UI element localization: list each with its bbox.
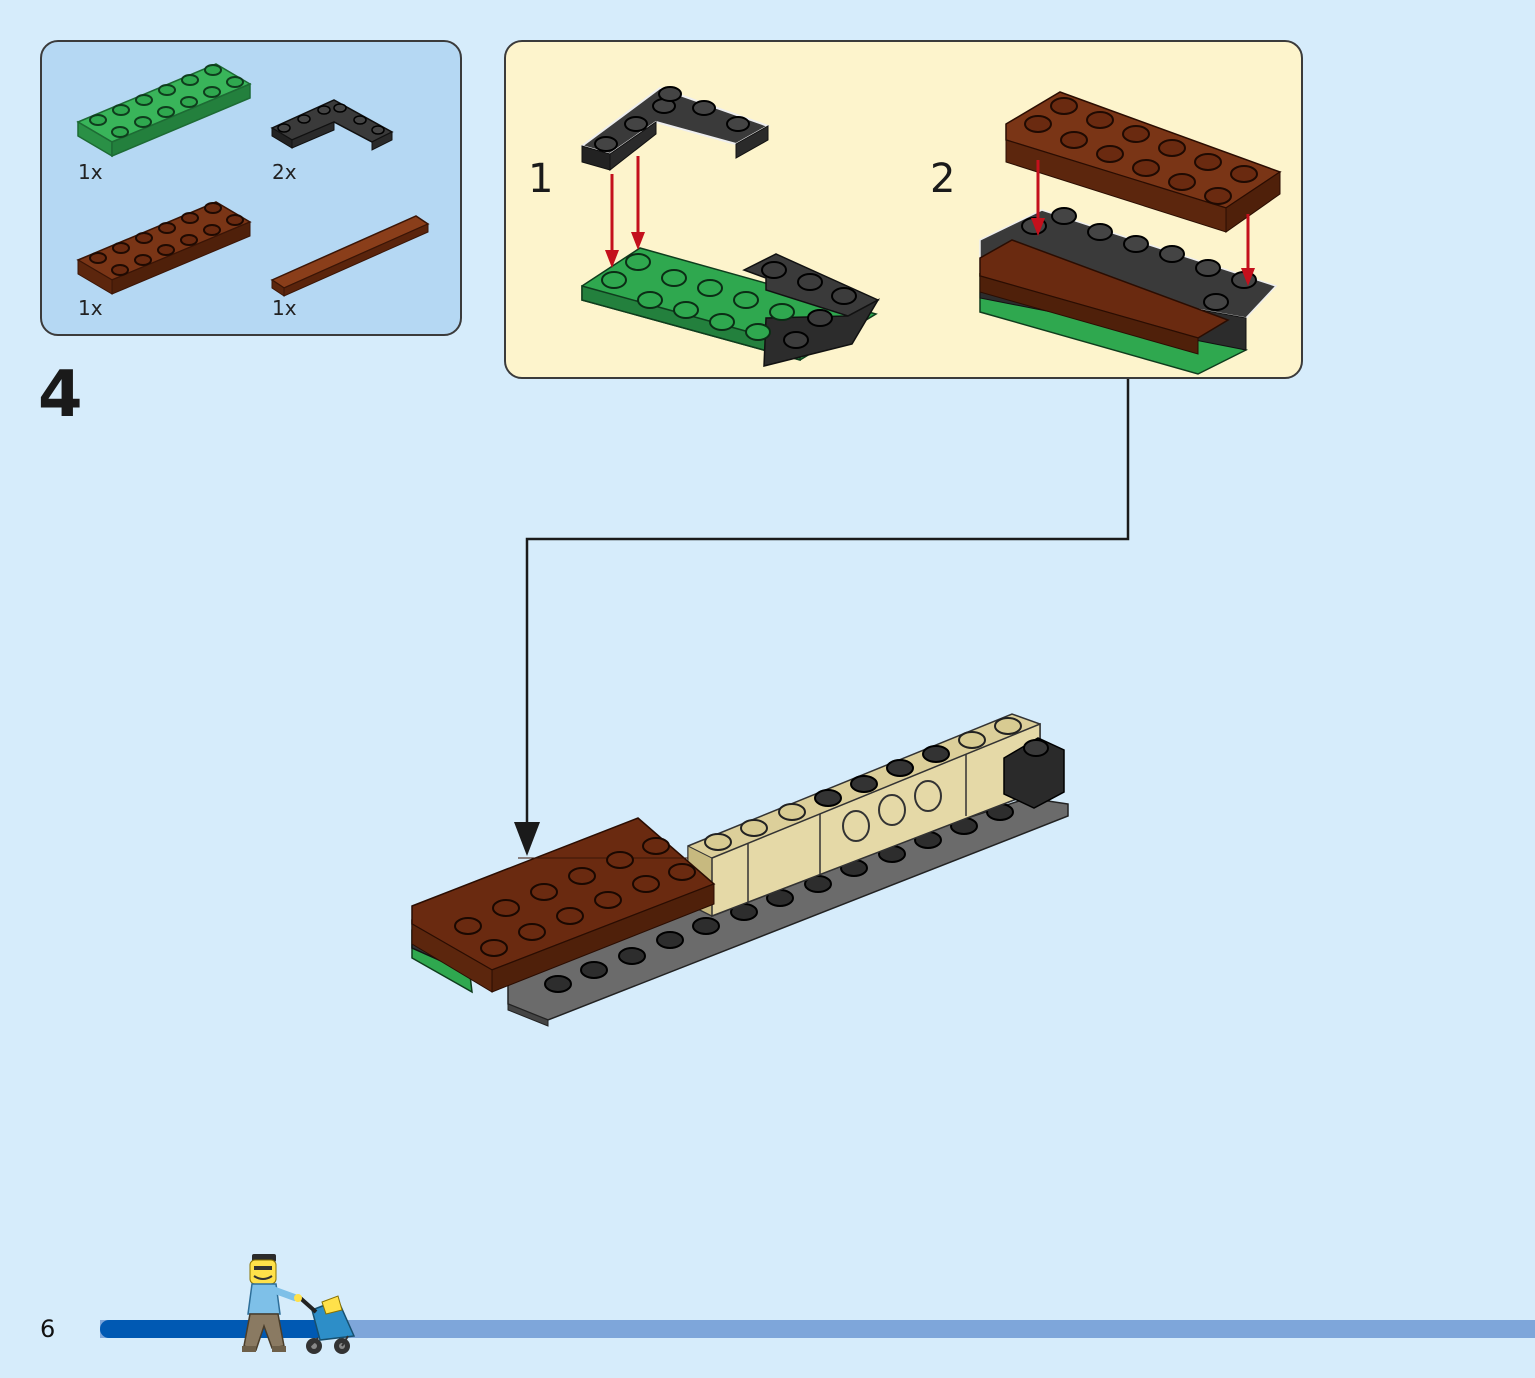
progress-bar-remaining	[100, 1320, 1535, 1338]
substep-number-1: 1	[528, 156, 554, 202]
substep-2-illustration	[979, 91, 1282, 375]
black-corner-plate-part-image	[270, 99, 394, 151]
part-qty-black-corner-plate: 2x	[272, 160, 297, 184]
minifigure-stroller-mascot	[242, 1254, 356, 1354]
substep-number-2: 2	[930, 156, 956, 202]
substep-panel: 1 2	[504, 40, 1303, 379]
part-qty-brown-plate: 1x	[78, 296, 103, 320]
parts-list-panel: 1x 2x 1x 1x	[40, 40, 462, 336]
brown-tile-part-image	[270, 215, 430, 297]
part-qty-brown-tile: 1x	[272, 296, 297, 320]
part-qty-green-plate: 1x	[78, 160, 103, 184]
substep-1-illustration	[579, 86, 881, 367]
brown-plate-part-image	[76, 201, 252, 295]
green-plate-part-image	[76, 63, 252, 158]
step-number: 4	[38, 358, 83, 432]
main-assembly-illustration	[411, 713, 1069, 1027]
page-number: 6	[40, 1315, 56, 1343]
